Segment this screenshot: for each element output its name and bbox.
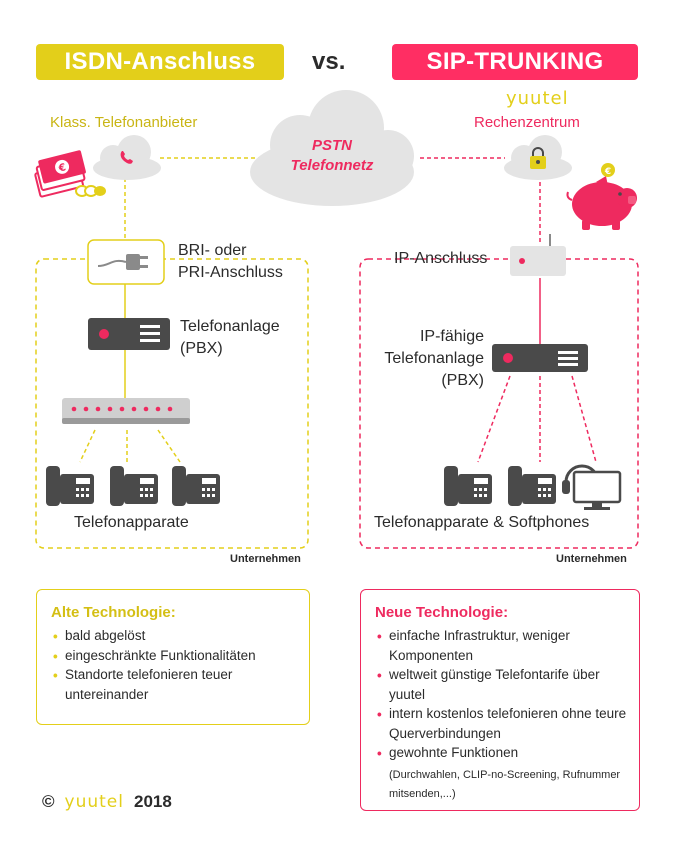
pbx-icon — [88, 318, 170, 350]
new-technology-list: •einfache Infrastruktur, weniger Kompone… — [375, 626, 631, 763]
connection-lines — [79, 157, 597, 463]
sip-pbx-line-1: IP-fähige — [419, 328, 484, 345]
vs-label: vs. — [312, 48, 346, 75]
sip-title: SIP-TRUNKING — [426, 48, 604, 75]
monitor-icon — [572, 470, 622, 510]
sip-pbx-label: IP-fähige Telefonanlage (PBX) — [384, 326, 484, 392]
provider-cloud-icon — [93, 135, 161, 180]
plug-icon — [87, 239, 165, 285]
desk-phone-icon — [46, 466, 94, 506]
pstn-line-2: Telefonnetz — [290, 157, 374, 174]
datacenter-label: Rechenzentrum — [474, 114, 580, 131]
copyright-symbol: © — [42, 792, 55, 811]
list-item: •gewohnte Funktionen — [377, 745, 519, 761]
isdn-company-label: Unternehmen — [230, 553, 301, 565]
desk-phone-icon — [110, 466, 158, 506]
isdn-company-box — [35, 258, 309, 549]
yuutel-logo: yuutel — [506, 88, 569, 109]
isdn-phones-label: Telefonapparate — [74, 514, 189, 531]
footer: © yuutel 2018 — [42, 792, 172, 812]
desk-phone-icon — [508, 466, 556, 506]
new-technology-title: Neue Technologie: — [375, 604, 509, 621]
pstn-line-1: PSTN — [311, 137, 352, 154]
list-item: •intern kostenlos telefonieren ohne teur… — [377, 706, 627, 741]
sip-company-label: Unternehmen — [556, 553, 627, 565]
list-item: •bald abgelöst — [53, 628, 146, 644]
lock-icon — [530, 147, 546, 169]
router-icon — [510, 234, 566, 276]
ip-connection-label: IP-Anschluss — [394, 250, 488, 267]
footer-year: 2018 — [134, 792, 172, 811]
list-item: •eingeschränkte Funktionalitäten — [53, 647, 256, 664]
switch-icon — [62, 398, 190, 424]
money-icon: € — [34, 150, 86, 198]
features-note: (Durchwahlen, CLIP-no-Screening, Rufnumm… — [389, 769, 621, 800]
pbx-icon — [492, 344, 588, 372]
isdn-connection-label: BRI- oder PRI-Anschluss — [178, 240, 283, 284]
desk-phone-icon — [444, 466, 492, 506]
phone-icon — [120, 151, 133, 164]
isdn-pbx-line-1: Telefonanlage — [180, 318, 280, 335]
sip-pbx-line-3: (PBX) — [441, 372, 484, 389]
isdn-connection-line-2: PRI-Anschluss — [178, 264, 283, 281]
pstn-cloud-icon — [250, 90, 414, 206]
isdn-connection-line-1: BRI- oder — [178, 242, 247, 259]
pstn-cloud-label: PSTN Telefonnetz — [262, 136, 402, 176]
footer-brand-logo: yuutel — [64, 792, 124, 812]
isdn-pbx-label: Telefonanlage (PBX) — [180, 316, 280, 360]
list-item: •einfache Infrastruktur, weniger Kompone… — [377, 628, 570, 663]
provider-label: Klass. Telefonanbieter — [50, 114, 198, 131]
svg-text:€: € — [57, 162, 67, 175]
sip-phones-label: Telefonapparate & Softphones — [374, 514, 590, 531]
piggy-bank-icon: € — [566, 163, 637, 230]
old-technology-title: Alte Technologie: — [51, 604, 176, 621]
new-technology-box: Neue Technologie: •einfache Infrastruktu… — [360, 589, 640, 811]
sip-pbx-line-2: Telefonanlage — [384, 350, 484, 367]
sip-title-banner: SIP-TRUNKING — [392, 44, 638, 80]
desk-phone-icon — [172, 466, 220, 506]
isdn-pbx-line-2: (PBX) — [180, 340, 223, 357]
isdn-title: ISDN-Anschluss — [64, 48, 256, 75]
sip-company-box — [359, 258, 639, 549]
old-technology-box: Alte Technologie: •bald abgelöst •einges… — [36, 589, 310, 725]
isdn-title-banner: ISDN-Anschluss — [36, 44, 284, 80]
list-item: •weltweit günstige Telefontarife über yu… — [377, 667, 600, 702]
coins-icon — [75, 185, 106, 197]
old-technology-list: •bald abgelöst •eingeschränkte Funktiona… — [51, 626, 301, 704]
list-item: •Standorte telefonieren teuer untereinan… — [53, 667, 233, 702]
svg-text:€: € — [604, 167, 611, 177]
